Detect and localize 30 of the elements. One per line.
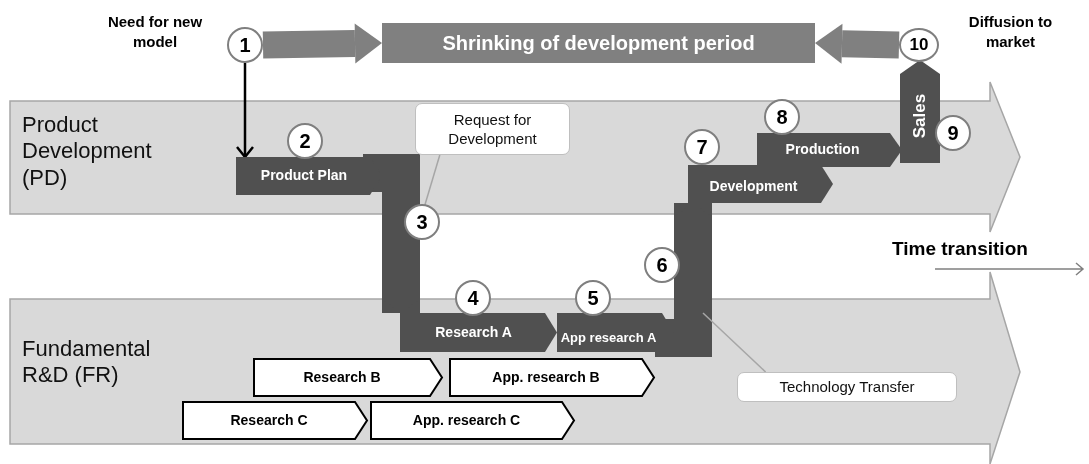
axis-label: Time transition	[892, 238, 1028, 260]
lane-label: Fundamental R&D (FR)	[22, 336, 152, 389]
step-label: Research A	[435, 324, 512, 341]
step-label: Research B	[303, 369, 381, 386]
number-circle: 1	[227, 27, 263, 63]
callout-box: Request for Development	[415, 103, 570, 155]
number-circle: 4	[455, 280, 491, 316]
step-label: Product Plan	[260, 168, 348, 184]
callout-box: Technology Transfer	[737, 372, 957, 402]
number-circle: 6	[644, 247, 680, 283]
step-label: App. research C	[412, 412, 521, 429]
leader-line	[424, 154, 441, 206]
step-label: Sales	[910, 93, 930, 138]
step-label: App research A	[560, 331, 657, 346]
number-circle: 10	[899, 28, 939, 62]
step-label: Production	[785, 142, 860, 158]
node-caption: Diffusion to market	[967, 12, 1054, 53]
block-arrow	[655, 203, 712, 357]
block-arrow	[363, 154, 420, 313]
node-caption: Need for new model	[106, 12, 204, 53]
block-arrow	[262, 23, 382, 64]
arrow	[235, 63, 255, 159]
step-label: Research C	[230, 412, 308, 429]
step-label: App. research B	[492, 369, 600, 386]
banner-box: Shrinking of development period	[382, 23, 815, 63]
block-arrow	[815, 23, 900, 64]
step-label: Development	[709, 179, 798, 195]
lane-label: Product Development (PD)	[22, 112, 153, 192]
number-circle: 5	[575, 280, 611, 316]
leader-line	[702, 312, 767, 373]
